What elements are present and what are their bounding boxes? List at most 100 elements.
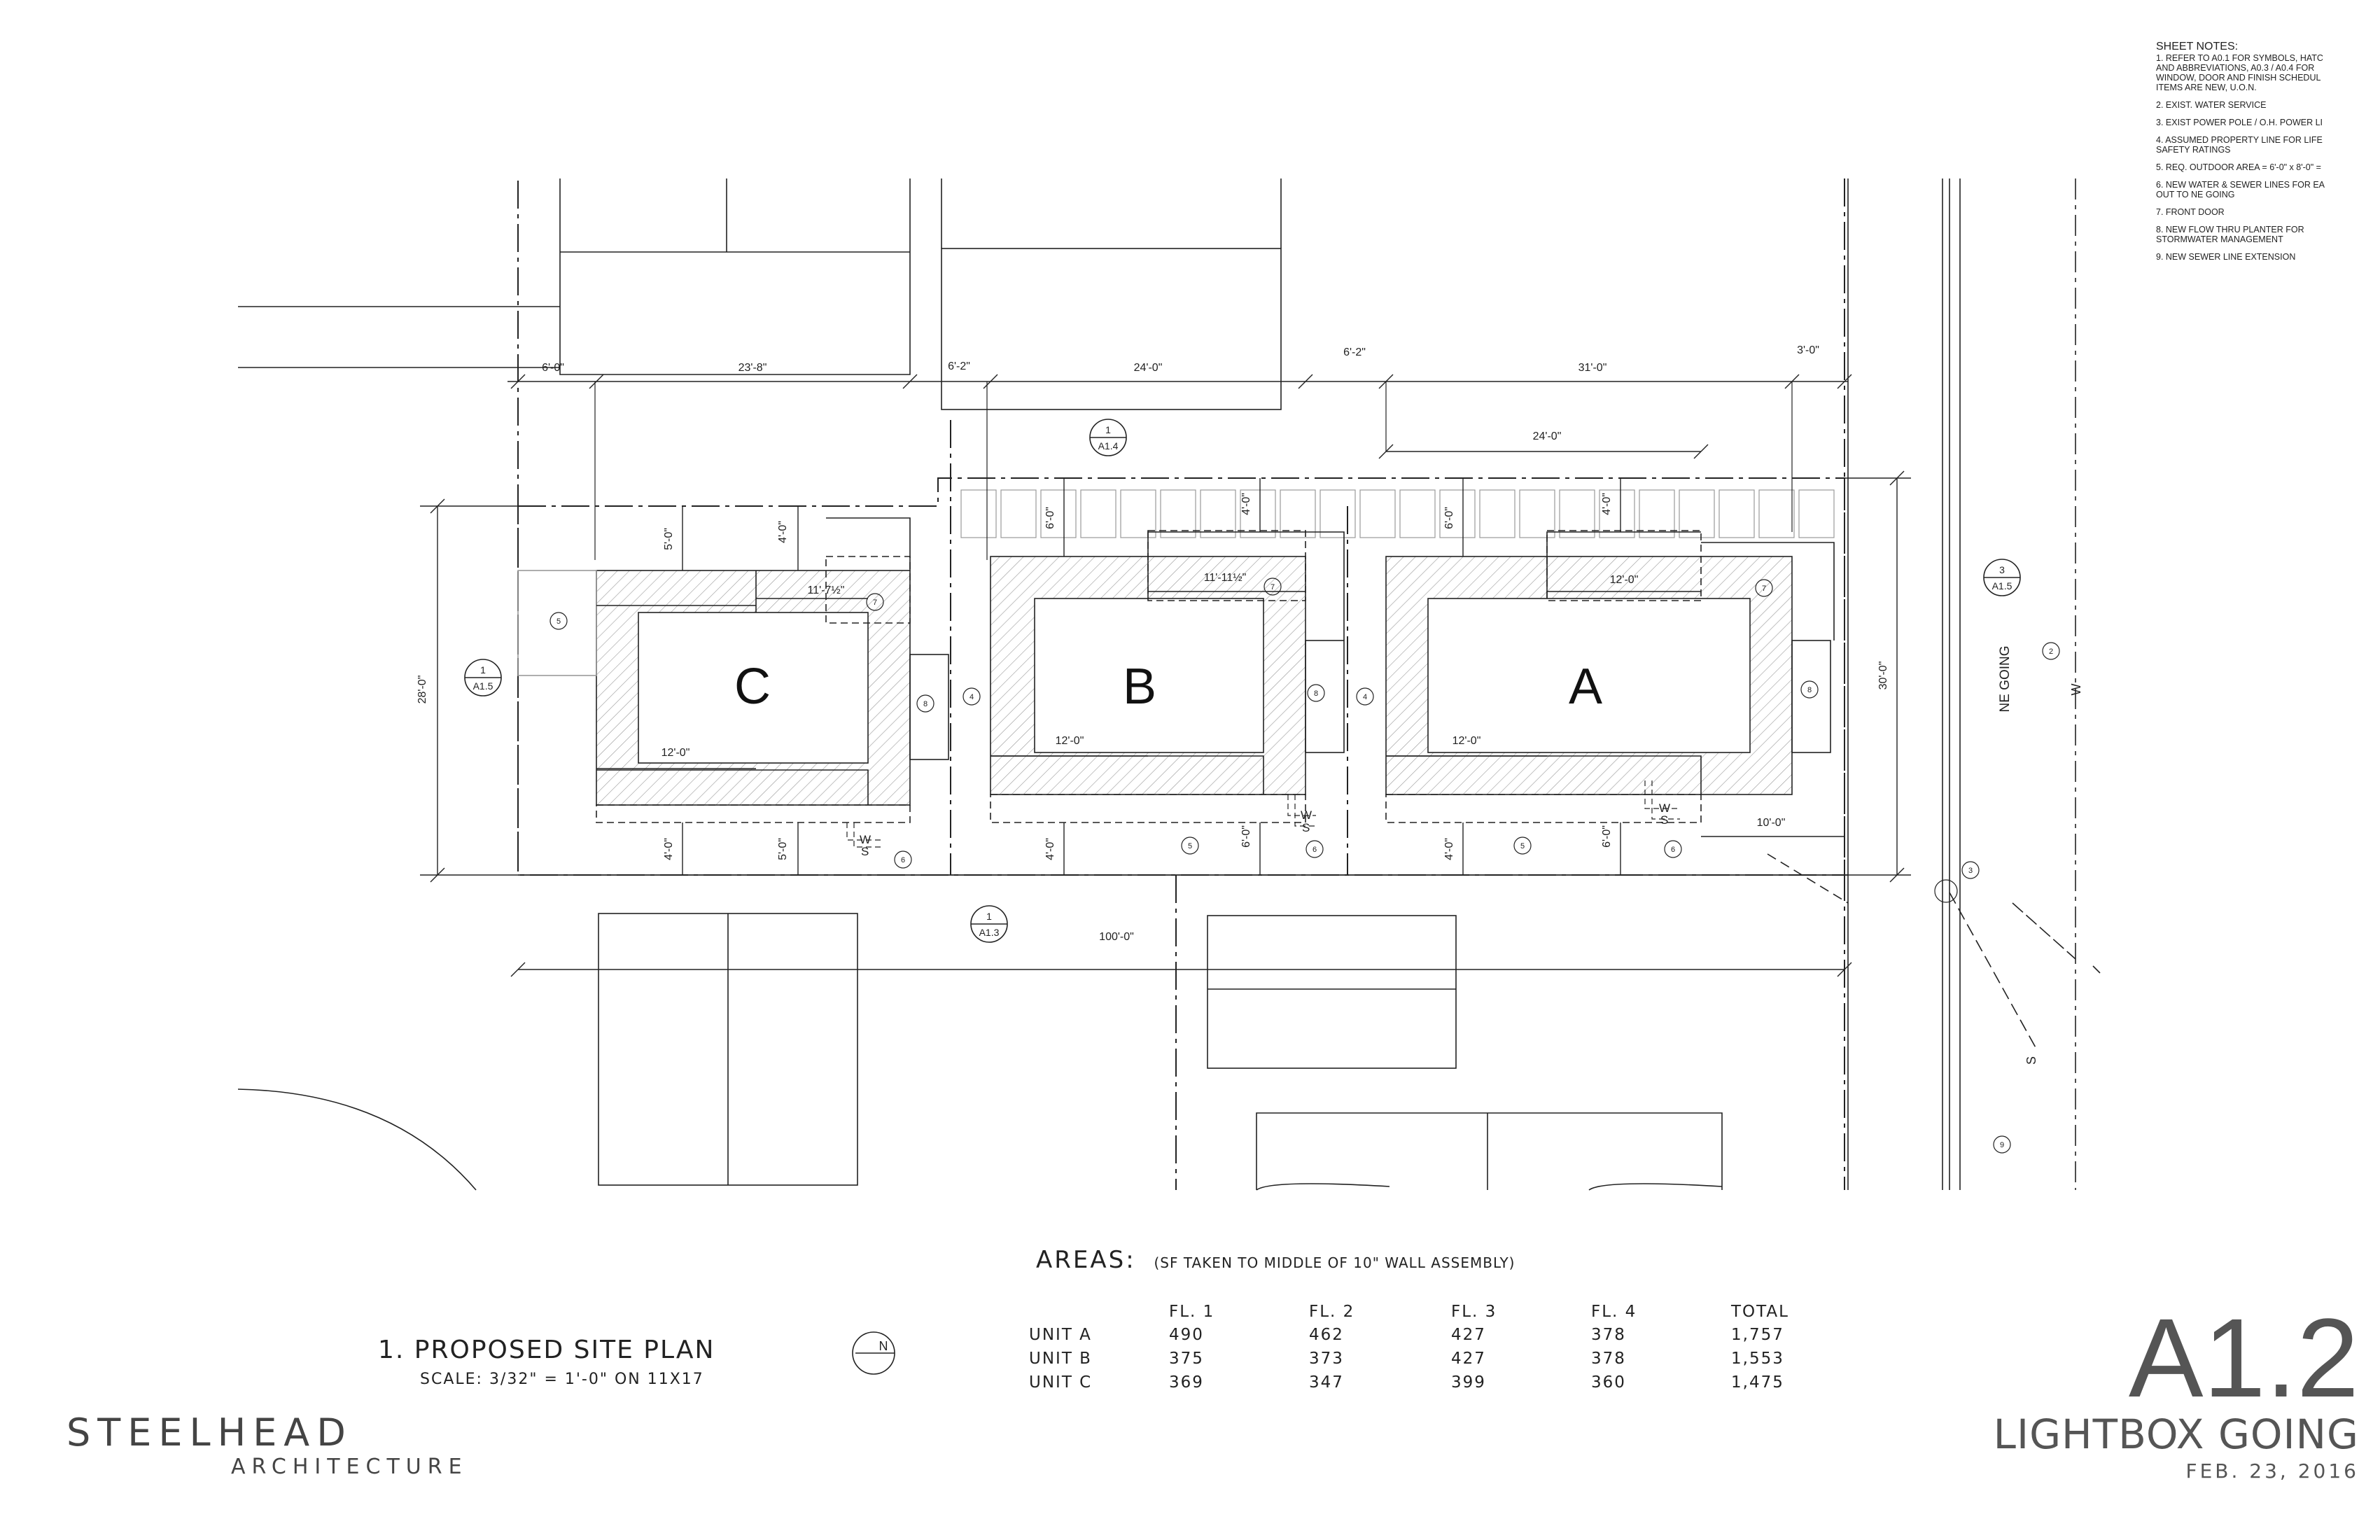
areas-cell: 347 <box>1309 1373 1344 1392</box>
unit-c-label: C <box>734 659 771 715</box>
sheet-note-8: 8. NEW FLOW THRU PLANTER FOR STORMWATER … <box>2156 225 2304 244</box>
dim-a-12-0: 12'-0" <box>1452 735 1481 747</box>
corner-arc <box>237 1088 477 1191</box>
unit-c-water-label: W <box>860 833 871 846</box>
dim-bottom-100-0: 100'-0" <box>1099 931 1134 943</box>
sheet-number: A1.2 <box>2128 1295 2359 1420</box>
dim-a-24-0: 24'-0" <box>1533 430 1562 442</box>
key-note-5: 5 <box>556 617 561 626</box>
dim-b-6-0: 6'-0" <box>1044 507 1056 529</box>
dim-b-4-0: 4'-0" <box>1240 493 1252 515</box>
areas-heading: AREAS: (SF TAKEN TO MIDDLE OF 10" WALL A… <box>1036 1246 1515 1274</box>
key-note-8: 8 <box>923 700 927 708</box>
areas-cell: UNIT A <box>1029 1326 1092 1344</box>
areas-cell: 369 <box>1169 1373 1204 1392</box>
sheet-date: FEB. 23, 2016 <box>2185 1460 2359 1483</box>
areas-cell: 1,553 <box>1731 1350 1784 1368</box>
sheet-note-6: 6. NEW WATER & SEWER LINES FOR EA OUT TO… <box>2156 180 2325 200</box>
table-row: UNIT B 375 373 427 378 1,553 <box>1029 1347 1822 1371</box>
dim-right-30-0: 30'-0" <box>1877 662 1889 690</box>
neighbor-building-bottom-right <box>1256 1112 1723 1191</box>
key-note-2: 2 <box>2049 648 2053 656</box>
key-note-7: 7 <box>873 598 877 607</box>
neighbor-building-top-left <box>559 178 911 375</box>
dim-top-6-2a: 6'-2" <box>948 360 970 372</box>
street-label: NE GOING <box>1998 645 2012 712</box>
section-marker-4 <box>970 905 1008 943</box>
key-note-7: 7 <box>1270 583 1275 592</box>
project-name: LIGHTBOX GOING <box>1993 1410 2359 1458</box>
dim-c-12-0: 12'-0" <box>662 747 690 759</box>
firm-logo-sub: ARCHITECTURE <box>231 1455 468 1479</box>
areas-cell: 427 <box>1451 1326 1486 1344</box>
table-row: UNIT C 369 347 399 360 1,475 <box>1029 1371 1822 1394</box>
dim-c-4-0: 4'-0" <box>777 521 789 543</box>
unit-c-footprint <box>517 517 949 823</box>
key-note-3: 3 <box>1968 867 1973 875</box>
drawing-scale: SCALE: 3/32" = 1'-0" ON 11X17 <box>420 1371 704 1388</box>
key-note-6: 6 <box>1312 846 1317 854</box>
sheet-note-9: 9. NEW SEWER LINE EXTENSION <box>2156 252 2296 262</box>
neighbor-building-bottom-middle <box>1207 915 1457 1069</box>
table-row: UNIT A 490 462 427 378 1,757 <box>1029 1323 1822 1347</box>
sheet-note-1: 1. REFER TO A0.1 FOR SYMBOLS, HATC AND A… <box>2156 53 2323 92</box>
dim-b-12-0: 12'-0" <box>1056 735 1084 747</box>
unit-a-water-label: W <box>1659 802 1670 815</box>
unit-b-label: B <box>1123 659 1156 715</box>
sheet-notes-title: SHEET NOTES: <box>2156 41 2239 52</box>
key-note-6: 6 <box>1671 846 1675 854</box>
key-note-4: 4 <box>1363 693 1367 701</box>
areas-cell: 427 <box>1451 1350 1486 1368</box>
dim-c-bot-4-0: 4'-0" <box>663 838 675 860</box>
areas-col-fl2: FL. 2 <box>1309 1303 1355 1321</box>
dim-a-10-0: 10'-0" <box>1757 817 1786 829</box>
dim-left-28-0: 28'-0" <box>416 676 428 704</box>
firm-logo-name: STEELHEAD <box>66 1410 353 1455</box>
areas-cell: UNIT B <box>1029 1350 1092 1368</box>
areas-cell: 462 <box>1309 1326 1344 1344</box>
areas-table: FL. 1 FL. 2 FL. 3 FL. 4 TOTAL UNIT A 490… <box>1029 1301 1822 1394</box>
north-arrow-symbol <box>852 1331 895 1375</box>
dim-c-bot-5-0: 5'-0" <box>777 838 789 860</box>
sheet-notes: SHEET NOTES: 1. REFER TO A0.1 FOR SYMBOL… <box>2156 41 2366 270</box>
areas-col-fl3: FL. 3 <box>1451 1303 1497 1321</box>
section-marker-1-ref: A1.4 <box>1098 440 1119 451</box>
areas-cell: 375 <box>1169 1350 1204 1368</box>
section-marker-2-ref: A1.5 <box>473 680 493 692</box>
areas-title: AREAS: <box>1036 1246 1136 1274</box>
dim-top-23-8: 23'-8" <box>738 362 767 374</box>
key-note-5: 5 <box>1520 842 1525 850</box>
dim-c-11-7: 11'-7½" <box>808 584 845 596</box>
drawing-title: 1. PROPOSED SITE PLAN <box>378 1336 715 1364</box>
unit-b-water-label: W <box>1301 808 1312 822</box>
areas-cell: 1,757 <box>1731 1326 1784 1344</box>
areas-col-unit <box>1029 1301 1169 1323</box>
areas-cell: 378 <box>1591 1326 1626 1344</box>
section-marker-2 <box>464 659 502 696</box>
areas-note: (SF TAKEN TO MIDDLE OF 10" WALL ASSEMBLY… <box>1154 1254 1516 1271</box>
dim-a-6-0: 6'-0" <box>1443 507 1455 529</box>
key-note-6: 6 <box>901 856 905 864</box>
unit-a-label: A <box>1569 659 1602 715</box>
dim-a-bot-6-0: 6'-0" <box>1601 825 1613 848</box>
areas-cell: 373 <box>1309 1350 1344 1368</box>
unit-b-sewer-label: S <box>1302 821 1310 834</box>
dim-top-3-0: 3'-0" <box>1797 344 1819 356</box>
dim-a-bot-4-0: 4'-0" <box>1443 838 1455 860</box>
unit-b-footprint <box>990 530 1345 823</box>
areas-cell: 378 <box>1591 1350 1626 1368</box>
areas-cell: 1,475 <box>1731 1373 1784 1392</box>
section-marker-4-num: 1 <box>986 911 992 922</box>
section-marker-3-ref: A1.5 <box>1992 580 2012 592</box>
key-note-4: 4 <box>969 693 974 701</box>
unit-a-sewer-label: S <box>1660 813 1668 827</box>
areas-col-fl1: FL. 1 <box>1169 1303 1215 1321</box>
dim-top-24-0: 24'-0" <box>1134 362 1163 374</box>
dim-a-12-0-top: 12'-0" <box>1610 574 1639 586</box>
dim-b-11-11: 11'-11½" <box>1204 572 1247 584</box>
section-marker-3-num: 3 <box>1999 564 2005 575</box>
sewer-line-label: S <box>2024 1056 2038 1065</box>
north-label: N <box>879 1339 888 1353</box>
planter-row <box>960 489 1835 538</box>
